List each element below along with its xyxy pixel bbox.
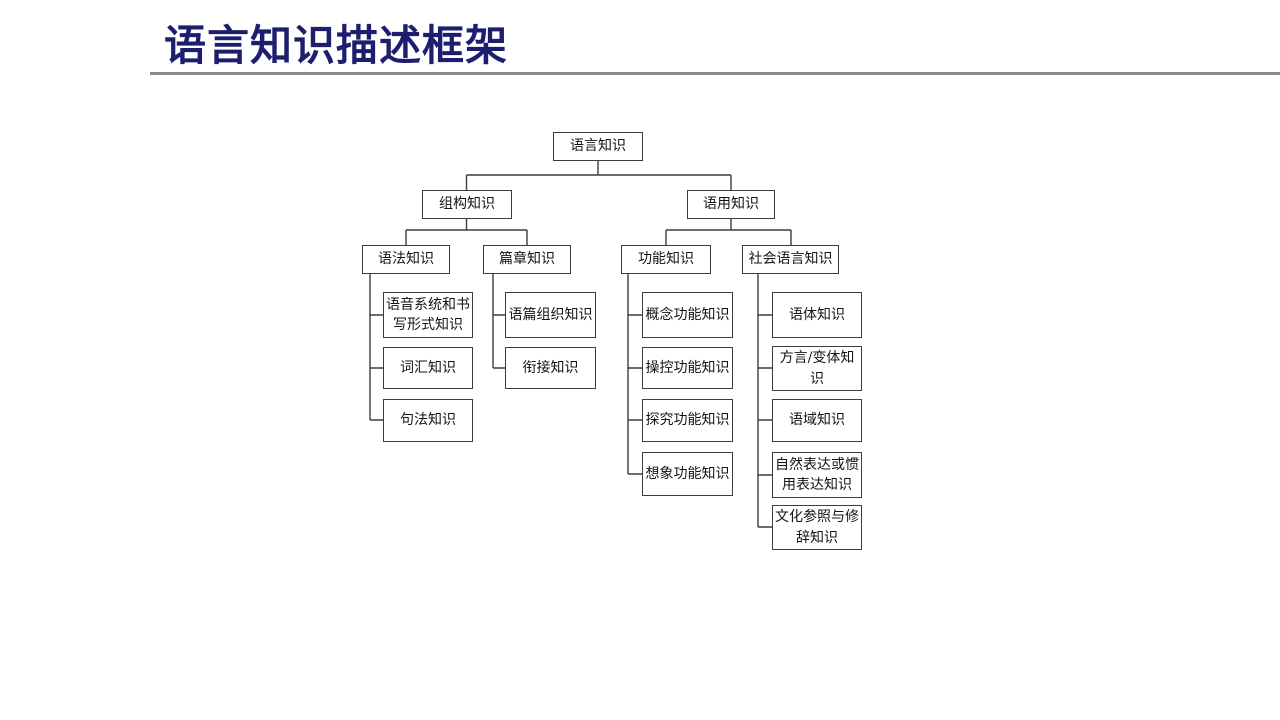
connector-grammatical bbox=[369, 274, 383, 421]
node-organizational-knowledge: 组构知识 bbox=[422, 190, 512, 219]
node-imaginative-function-knowledge: 想象功能知识 bbox=[642, 452, 733, 496]
node-cultural-reference-rhetoric-knowledge: 文化参照与修辞知识 bbox=[772, 505, 862, 550]
connector-root bbox=[465, 161, 732, 190]
connector-pragmatic bbox=[665, 219, 792, 245]
connector-organizational bbox=[405, 219, 528, 245]
node-pragmatic-knowledge: 语用知识 bbox=[687, 190, 775, 219]
node-heuristic-function-knowledge: 探究功能知识 bbox=[642, 399, 733, 442]
node-dialect-variety-knowledge: 方言/变体知识 bbox=[772, 346, 862, 391]
node-manipulative-function-knowledge: 操控功能知识 bbox=[642, 347, 733, 389]
connector-textual bbox=[492, 274, 505, 369]
node-discourse-organization-knowledge: 语篇组织知识 bbox=[505, 292, 596, 338]
node-sociolinguistic-knowledge: 社会语言知识 bbox=[742, 245, 839, 274]
node-grammatical-knowledge: 语法知识 bbox=[362, 245, 450, 274]
node-register-knowledge: 语域知识 bbox=[772, 399, 862, 442]
node-style-knowledge: 语体知识 bbox=[772, 292, 862, 338]
page-title: 语言知识描述框架 bbox=[164, 21, 509, 70]
node-ideational-function-knowledge: 概念功能知识 bbox=[642, 292, 733, 338]
node-textual-knowledge: 篇章知识 bbox=[483, 245, 571, 274]
connector-sociolinguistic bbox=[757, 274, 772, 528]
node-functional-knowledge: 功能知识 bbox=[621, 245, 711, 274]
node-natural-idiomatic-expression-knowledge: 自然表达或惯用表达知识 bbox=[772, 452, 862, 498]
node-phonology-orthography-knowledge: 语音系统和书写形式知识 bbox=[383, 292, 473, 338]
connector-functional bbox=[627, 274, 642, 475]
title-divider-line bbox=[150, 72, 1280, 75]
node-language-knowledge: 语言知识 bbox=[553, 132, 643, 161]
node-cohesion-knowledge: 衔接知识 bbox=[505, 347, 596, 389]
node-vocabulary-knowledge: 词汇知识 bbox=[383, 347, 473, 389]
node-syntax-knowledge: 句法知识 bbox=[383, 399, 473, 442]
